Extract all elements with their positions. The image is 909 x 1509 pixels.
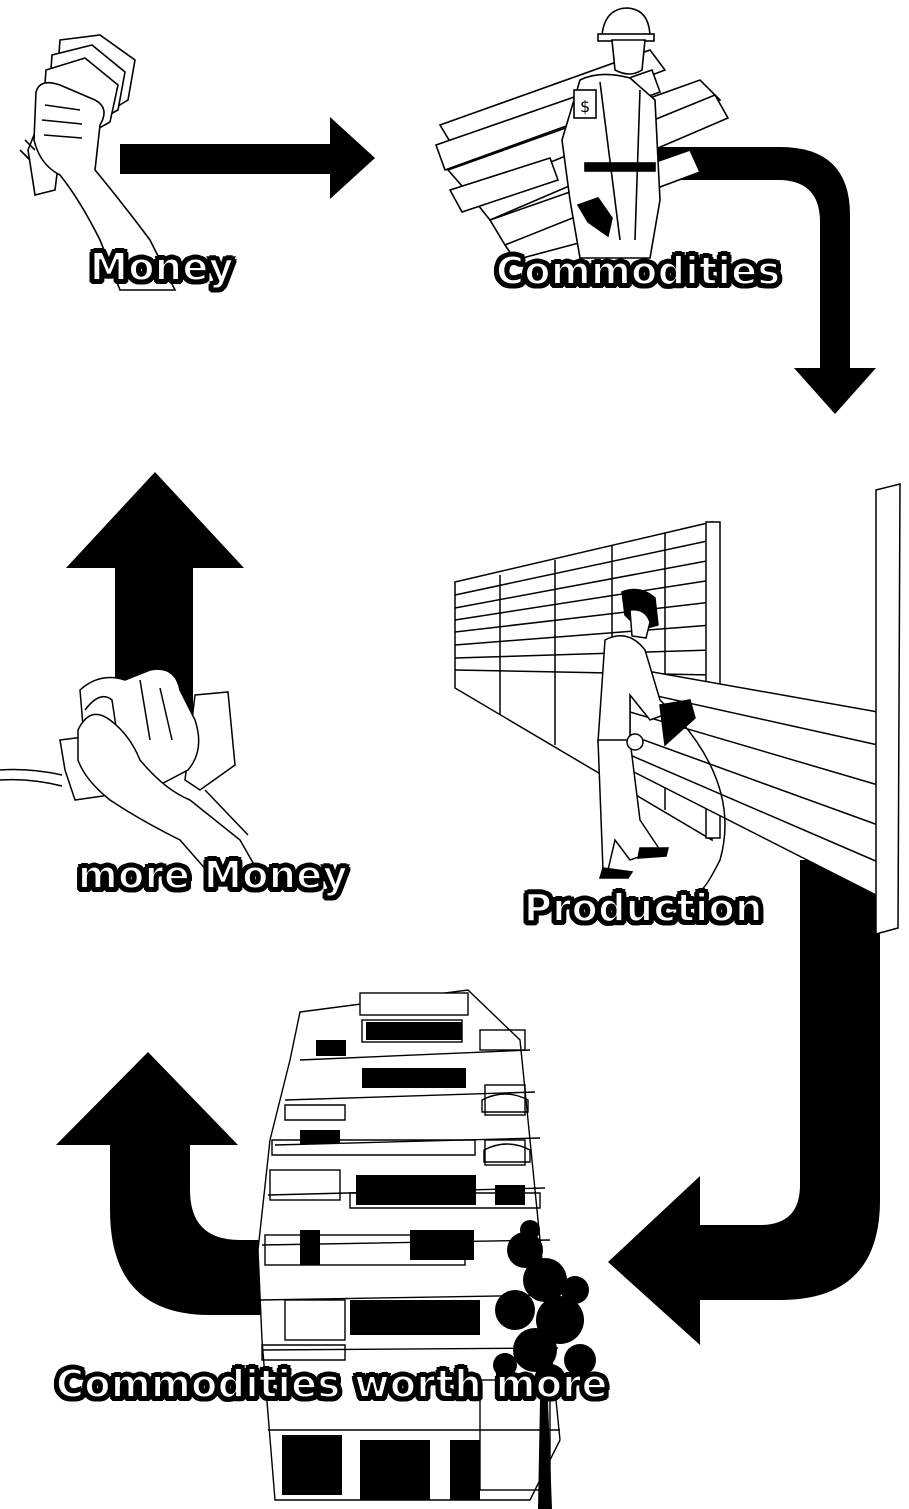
label-commodities-worth-more: Commodities worth more (55, 1362, 608, 1406)
label-production: Production (523, 886, 763, 930)
hand-holding-money-illustration (19, 34, 177, 291)
arrow-commodities-worth-more-to-more-money (56, 1052, 295, 1315)
svg-text:$: $ (580, 97, 590, 116)
arrow-money-to-commodities (120, 117, 375, 199)
label-commodities: Commodities (495, 249, 781, 293)
arrow-production-to-commodities-worth-more (608, 860, 880, 1345)
worker-building-fence-illustration (454, 483, 901, 935)
apartment-building-illustration (257, 989, 596, 1509)
label-more-money: more Money (77, 853, 348, 897)
hands-holding-crumpled-money-illustration (0, 668, 262, 881)
worker-carrying-lumber-illustration: $ (434, 7, 730, 261)
label-money: Money (89, 245, 235, 289)
